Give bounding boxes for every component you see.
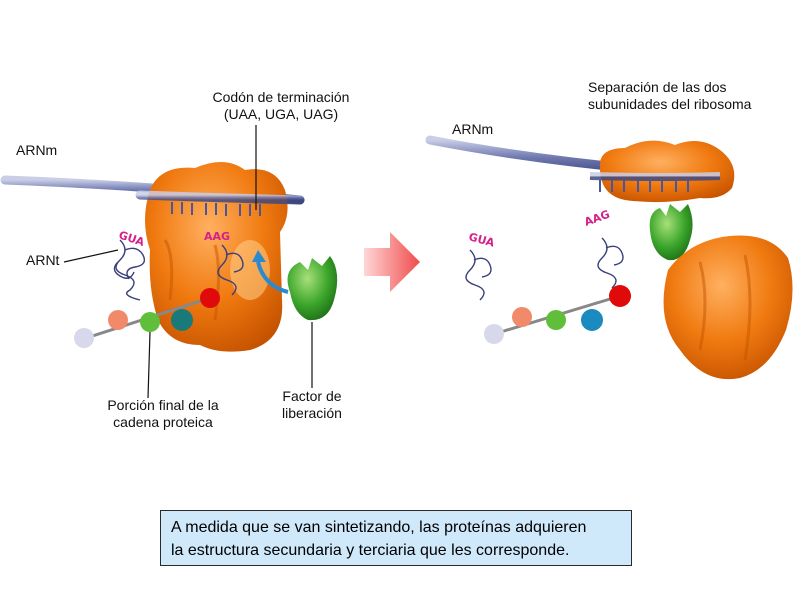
amino-acid-4 xyxy=(171,309,193,331)
release-factor xyxy=(287,256,338,321)
protein-end-pointer xyxy=(147,331,151,399)
trna-pointer xyxy=(63,249,119,263)
amino-acid-1 xyxy=(74,328,94,348)
caption-box: A medida que se van sintetizando, las pr… xyxy=(160,510,632,566)
trna-left-bound xyxy=(217,244,244,296)
trna-anticodon-aag-left: AAG xyxy=(204,230,230,243)
protein-end-label: Porción final de la cadena proteica xyxy=(88,397,238,431)
protein-end-line2: cadena proteica xyxy=(113,414,213,430)
separation-label: Separación de las dos subunidades del ri… xyxy=(588,79,778,113)
trna-right-second xyxy=(597,237,624,289)
amino-acid-3-right xyxy=(546,310,566,330)
separation-line1: Separación de las dos xyxy=(588,79,727,95)
amino-acid-2-right xyxy=(512,307,532,327)
codon-ticks-right xyxy=(599,180,689,192)
ribosome-left xyxy=(145,161,288,352)
stop-codon-list: (UAA, UGA, UAG) xyxy=(223,106,339,122)
mrna-label-right: ARNm xyxy=(452,121,494,137)
trna-anticodon-aag-right: AAG xyxy=(583,208,612,229)
codon-ticks-left xyxy=(171,202,261,216)
stop-codon-label: Codón de terminación (UAA, UGA, UAG) xyxy=(196,89,366,123)
trna-label: ARNt xyxy=(26,252,60,268)
amino-acid-3 xyxy=(140,312,160,332)
protein-end-line1: Porción final de la xyxy=(107,397,219,413)
amino-acid-5-right xyxy=(609,285,631,307)
trna-anticodon-gua-left: GUA xyxy=(117,228,146,249)
release-factor-line2: liberación xyxy=(282,405,342,421)
binding-arrow xyxy=(256,261,289,294)
trna-right-free xyxy=(465,249,492,301)
peptide-chain-right xyxy=(484,285,631,344)
amino-acid-5 xyxy=(200,288,220,308)
amino-acid-2 xyxy=(108,310,128,330)
trna-left-free xyxy=(113,239,146,301)
amino-acid-4-right xyxy=(581,309,603,331)
release-factor-line1: Factor de xyxy=(282,388,342,404)
release-factor-right xyxy=(649,204,693,261)
amino-acid-1-right xyxy=(484,324,504,344)
ribosome-small-subunit xyxy=(599,140,735,203)
separation-line2: subunidades del ribosoma xyxy=(588,96,752,112)
stop-codon-title: Codón de terminación xyxy=(212,89,350,105)
ribosome-large-subunit xyxy=(663,235,793,380)
caption-line2: la estructura secundaria y terciaria que… xyxy=(171,542,570,559)
caption-line1: A medida que se van sintetizando, las pr… xyxy=(171,519,587,536)
peptide-chain-left xyxy=(74,288,220,348)
trna-anticodon-gua-right: GUA xyxy=(467,230,496,249)
release-factor-label: Factor de liberación xyxy=(272,388,352,422)
mrna-label-left: ARNm xyxy=(16,142,58,158)
transition-arrow xyxy=(364,232,420,292)
